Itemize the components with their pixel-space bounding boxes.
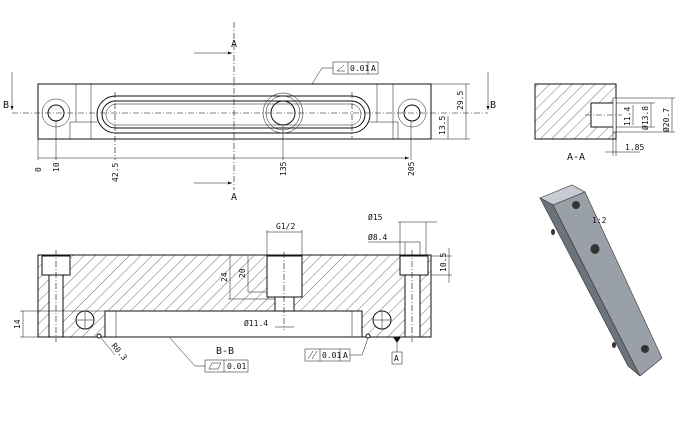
dim-13-5: 13.5 <box>438 116 447 135</box>
dim-diameter-8-4: Ø8.4 <box>368 232 387 242</box>
dim-diameter-13-8: Ø13.8 <box>640 106 650 130</box>
dim-10: 10 <box>52 162 61 172</box>
flatness-fcf: 0.01 <box>169 337 249 373</box>
flatness-icon <box>208 362 222 370</box>
top-view: A A B B 0 10 42.5 135 205 29.5 13.5 0.01… <box>3 22 496 203</box>
dim-24: 24 <box>220 272 229 282</box>
dim-10-5: 10.5 <box>439 253 448 272</box>
section-b-left-label: B <box>3 100 9 111</box>
angularity-fcf: 0.01 A <box>311 61 379 85</box>
dim-11-4: 11.4 <box>623 107 632 126</box>
scale-label: 1:2 <box>592 216 607 225</box>
section-b-right-label: B <box>490 100 496 111</box>
angularity-icon <box>336 64 345 72</box>
dim-205: 205 <box>407 161 416 176</box>
section-aa: 11.4 Ø13.8 Ø20.7 1.85 A-A <box>534 83 675 163</box>
dim-14: 14 <box>13 319 22 329</box>
dim-thread-g1-2: G1/2 <box>276 222 295 231</box>
dim-diameter-20-7: Ø20.7 <box>661 108 671 132</box>
parallelism-fcf: 0.01 A <box>304 337 369 362</box>
dim-29-5: 29.5 <box>456 91 465 110</box>
dim-diameter-11-4: Ø11.4 <box>244 318 268 328</box>
svg-text:A: A <box>371 64 376 73</box>
slot-outer <box>96 95 371 134</box>
svg-text:0.01: 0.01 <box>350 64 369 73</box>
parallelism-icon <box>307 350 318 360</box>
section-a-top-label: A <box>231 39 237 50</box>
dim-42-5: 42.5 <box>111 163 120 182</box>
section-bb: G1/2 Ø15 Ø8.4 10.5 24 20 Ø11.4 14 R0.3 B… <box>13 212 452 373</box>
svg-text:A: A <box>394 354 399 363</box>
datum-a: A <box>391 337 403 365</box>
section-a-bottom-label: A <box>231 192 237 203</box>
dim-0: 0 <box>34 167 43 172</box>
dim-20: 20 <box>238 268 247 278</box>
dim-diameter-15: Ø15 <box>368 212 383 222</box>
svg-text:0.01: 0.01 <box>227 362 246 371</box>
section-aa-label: A-A <box>567 152 585 163</box>
iso-view: 1:2 <box>539 184 663 377</box>
dim-135: 135 <box>279 161 288 176</box>
section-bb-label: B-B <box>216 346 234 357</box>
svg-text:0.01: 0.01 <box>322 351 341 360</box>
dim-1-85: 1.85 <box>625 143 644 152</box>
svg-text:A: A <box>343 351 348 360</box>
